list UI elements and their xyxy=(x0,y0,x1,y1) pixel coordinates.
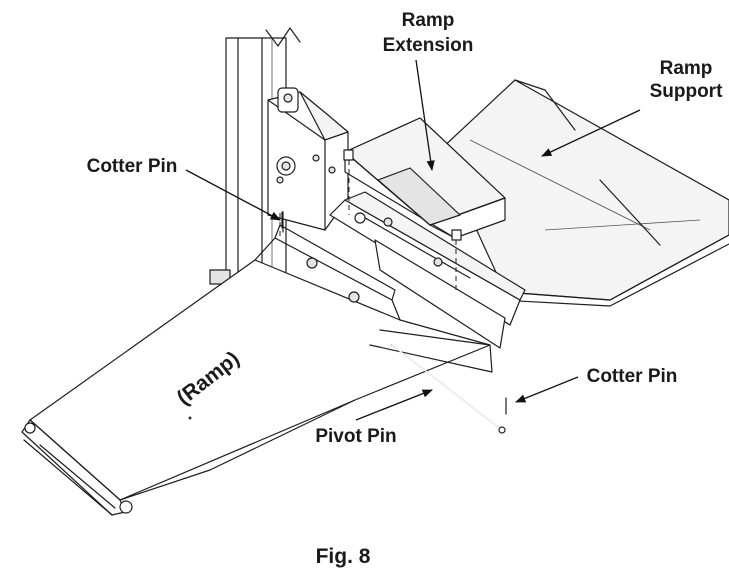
leader-ramp-support xyxy=(541,109,641,157)
hinge-bracket xyxy=(267,87,349,233)
label-pivot-pin: Pivot Pin xyxy=(315,426,396,447)
label-cotter-pin-right: Cotter Pin xyxy=(587,366,678,387)
figure-caption: Fig. 8 xyxy=(316,545,371,568)
leader-cotter-pin-right xyxy=(515,376,579,403)
pivot-channel xyxy=(329,191,526,349)
label-ramp-extension-1: Ramp xyxy=(402,10,455,31)
leader-lines xyxy=(185,59,641,421)
leader-pivot-pin xyxy=(355,389,433,421)
ramp-extension xyxy=(343,117,506,241)
leader-ramp-extension xyxy=(415,59,435,172)
ramp-lip xyxy=(21,419,133,516)
label-ramp-support-1: Ramp xyxy=(660,58,713,79)
vertical-post xyxy=(209,27,301,285)
pivot-pin xyxy=(391,344,506,434)
label-ramp-extension-2: Extension xyxy=(383,35,474,56)
label-cotter-pin-left: Cotter Pin xyxy=(87,156,178,177)
leader-cotter-pin-left xyxy=(185,169,281,221)
label-ramp-support-2: Support xyxy=(650,81,723,102)
